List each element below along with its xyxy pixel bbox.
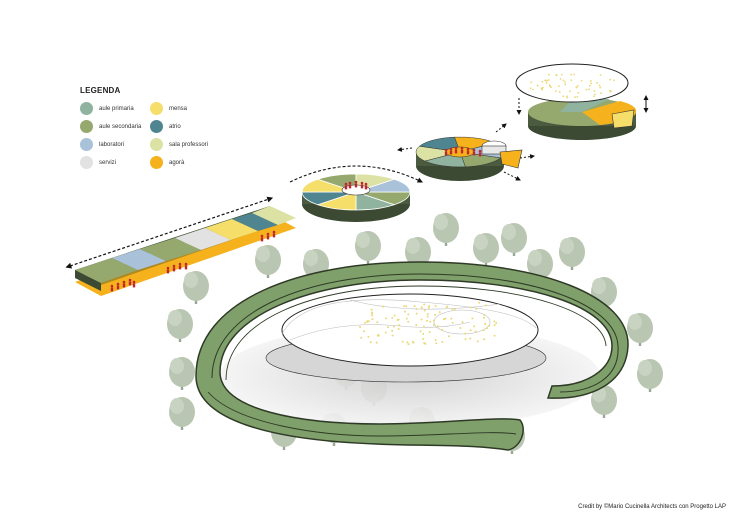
legend-swatch-icon <box>80 156 93 169</box>
person-icon <box>173 265 176 272</box>
person-icon <box>117 283 120 290</box>
person-icon <box>273 231 276 238</box>
person-icon <box>133 281 136 288</box>
tree-icon <box>183 271 209 304</box>
legend-swatch-icon <box>150 102 163 115</box>
legend-label: atrio <box>169 124 181 130</box>
tree-icon <box>255 245 281 278</box>
person-icon <box>185 263 188 270</box>
legend-swatch-icon <box>80 120 93 133</box>
person-icon <box>261 235 264 242</box>
main-ring-plan <box>196 262 628 450</box>
split-disk-diagram <box>398 124 534 181</box>
legend-item: sala professori <box>150 138 220 151</box>
tree-icon <box>169 357 195 390</box>
legend-swatch-icon <box>80 102 93 115</box>
tree-icon <box>501 223 527 256</box>
legend-label: sala professori <box>169 142 208 148</box>
legend-label: aule primaria <box>99 106 134 112</box>
person-icon <box>355 181 358 188</box>
legend-label: servizi <box>99 160 116 166</box>
legend-item: mensa <box>150 102 220 115</box>
person-icon <box>450 148 453 155</box>
roof-stack-diagram <box>516 64 646 140</box>
person-icon <box>349 182 352 189</box>
legend-swatch-icon <box>150 156 163 169</box>
person-icon <box>345 183 348 190</box>
person-icon <box>445 149 448 156</box>
legend-title: LEGENDA <box>80 86 290 95</box>
person-icon <box>467 148 470 155</box>
legend-label: laboratori <box>99 142 124 148</box>
legend-item: aule primaria <box>80 102 150 115</box>
person-icon <box>123 281 126 288</box>
tree-icon <box>637 359 663 392</box>
image-credit: Credit by ©Mario Cucinella Architects co… <box>578 504 726 510</box>
legend-label: agorà <box>169 160 184 166</box>
tree-icon <box>559 237 585 270</box>
person-icon <box>473 149 476 156</box>
donut-disk-diagram <box>290 166 422 222</box>
legend-swatch-icon <box>80 138 93 151</box>
legend-swatch-icon <box>150 120 163 133</box>
legend-grid: aule primaria mensa aule secondaria atrio la… <box>80 102 290 169</box>
tree-icon <box>167 309 193 342</box>
person-icon <box>167 267 170 274</box>
tree-icon <box>169 397 195 430</box>
legend-swatch-icon <box>150 138 163 151</box>
central-plaza-disk <box>282 294 538 366</box>
person-icon <box>455 147 458 154</box>
person-icon <box>479 150 482 157</box>
legend-label: aule secondaria <box>99 124 141 130</box>
legend-item: atrio <box>150 120 220 133</box>
person-icon <box>361 182 364 189</box>
person-icon <box>461 147 464 154</box>
legend-item: servizi <box>80 156 150 169</box>
tree-icon <box>627 313 653 346</box>
tree-icon <box>355 231 381 264</box>
person-icon <box>267 233 270 240</box>
tree-icon <box>433 213 459 246</box>
legend-item: aule secondaria <box>80 120 150 133</box>
person-icon <box>365 183 368 190</box>
tree-icon <box>473 233 499 266</box>
legend-label: mensa <box>169 106 187 112</box>
legend-item: agorà <box>150 156 220 169</box>
legend-item: laboratori <box>80 138 150 151</box>
person-icon <box>111 285 114 292</box>
person-icon <box>129 279 132 286</box>
person-icon <box>179 263 182 270</box>
legend: LEGENDA aule primaria mensa aule secondari… <box>80 86 290 169</box>
